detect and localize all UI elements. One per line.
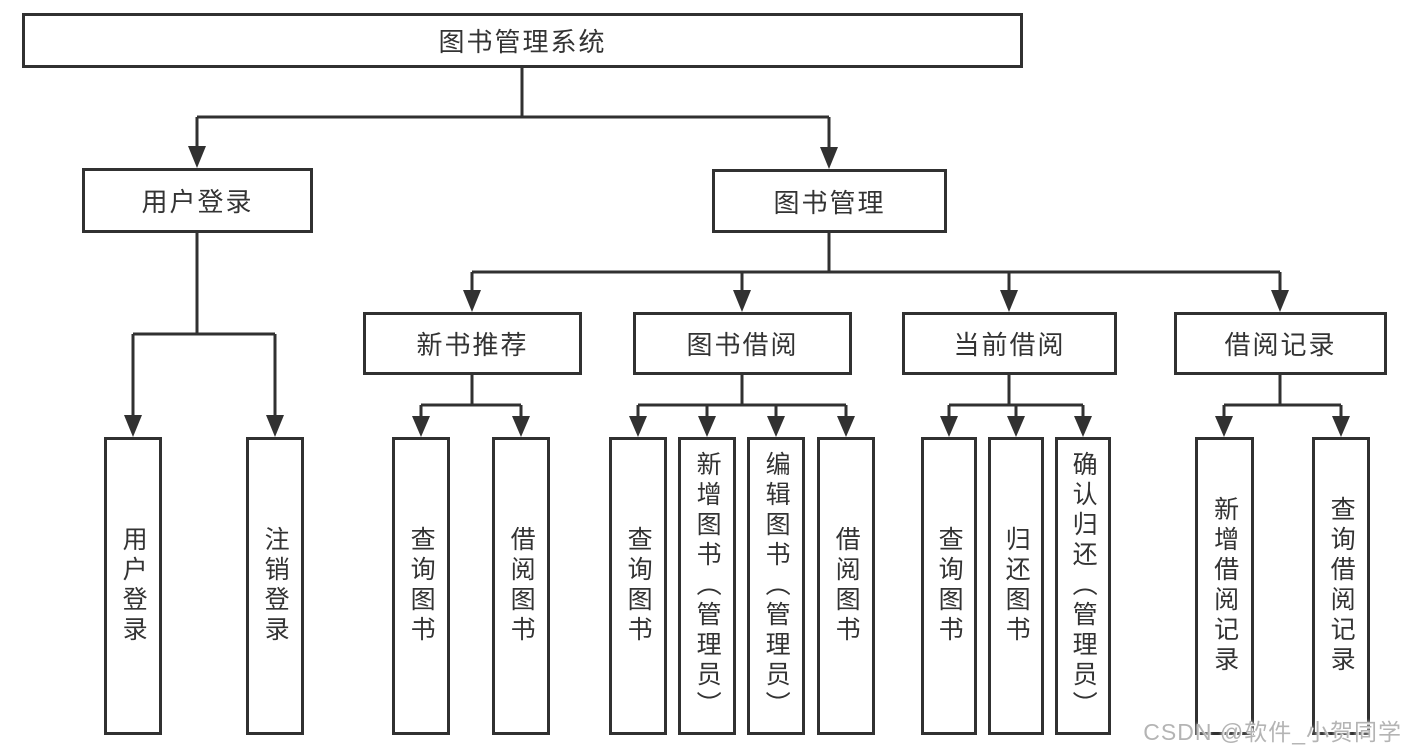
arrowhead-cur-query xyxy=(940,416,958,437)
leaf-bb-edit-books-admin: 编辑图书（管理员） xyxy=(747,437,805,735)
arrowhead-bookmgmt xyxy=(820,147,838,169)
leaf-bb-query-books: 查询图书 xyxy=(609,437,667,735)
connector-current-to-leaves xyxy=(947,375,1085,416)
leaf-bb-add-books-admin-label: 新增图书（管理员） xyxy=(693,451,722,721)
leaf-cur-return-books: 归还图书 xyxy=(988,437,1044,735)
leaf-rec-add-record-label: 新增借阅记录 xyxy=(1210,496,1239,676)
leaf-nb-query-books-label: 查询图书 xyxy=(407,526,436,646)
arrowhead-borrowing xyxy=(733,290,751,312)
node-book-management-label: 图书管理 xyxy=(773,187,886,218)
leaf-logout: 注销登录 xyxy=(246,437,304,735)
leaf-cur-confirm-return-admin: 确认归还（管理员） xyxy=(1055,437,1111,735)
connector-bookmgmt-to-level3 xyxy=(470,233,1282,290)
node-current-borrowing: 当前借阅 xyxy=(902,312,1117,375)
arrowhead-cur-confirm xyxy=(1074,416,1092,437)
leaf-cur-query-books-label: 查询图书 xyxy=(935,526,964,646)
leaf-rec-query-record-label: 查询借阅记录 xyxy=(1327,496,1356,676)
leaf-bb-edit-books-admin-label: 编辑图书（管理员） xyxy=(762,451,791,721)
leaf-logout-label: 注销登录 xyxy=(261,526,290,646)
leaf-nb-query-books: 查询图书 xyxy=(392,437,450,735)
leaf-cur-confirm-return-admin-label: 确认归还（管理员） xyxy=(1069,451,1098,721)
connector-newbooks-to-leaves xyxy=(419,375,523,416)
arrowhead-newbooks xyxy=(463,290,481,312)
leaf-rec-add-record: 新增借阅记录 xyxy=(1195,437,1254,735)
arrowhead-cur-return xyxy=(1007,416,1025,437)
arrowhead-userlogin xyxy=(188,146,206,168)
arrowhead-nb-borrow xyxy=(512,416,530,437)
arrowhead-bb-query xyxy=(629,416,647,437)
leaf-cur-return-books-label: 归还图书 xyxy=(1002,526,1031,646)
connector-records-to-leaves xyxy=(1222,375,1343,416)
node-library-system-label: 图书管理系统 xyxy=(438,27,607,57)
node-user-login: 用户登录 xyxy=(82,168,313,233)
node-book-borrowing: 图书借阅 xyxy=(633,312,852,375)
arrowhead-leaf-logout xyxy=(266,415,284,437)
leaf-bb-query-books-label: 查询图书 xyxy=(624,526,653,646)
arrowhead-rec-query xyxy=(1332,416,1350,437)
node-new-book-recommend-label: 新书推荐 xyxy=(416,330,529,360)
node-book-borrowing-label: 图书借阅 xyxy=(686,330,799,360)
arrowhead-bb-borrow xyxy=(837,416,855,437)
arrowhead-leaf-login xyxy=(124,415,142,437)
node-current-borrowing-label: 当前借阅 xyxy=(953,330,1066,360)
leaf-nb-borrow-books-label: 借阅图书 xyxy=(507,526,536,646)
leaf-rec-query-record: 查询借阅记录 xyxy=(1312,437,1370,735)
leaf-bb-borrow-books-label: 借阅图书 xyxy=(832,526,861,646)
leaf-bb-add-books-admin: 新增图书（管理员） xyxy=(678,437,736,735)
connector-root-to-level2 xyxy=(195,68,831,147)
arrowhead-current xyxy=(1000,290,1018,312)
node-borrowing-records: 借阅记录 xyxy=(1174,312,1387,375)
connector-userlogin-to-leaves xyxy=(131,233,277,415)
node-library-system: 图书管理系统 xyxy=(22,13,1023,68)
arrowhead-records xyxy=(1271,290,1289,312)
node-borrowing-records-label: 借阅记录 xyxy=(1224,330,1337,360)
connector-borrowing-to-leaves xyxy=(636,375,848,416)
leaf-user-login-label: 用户登录 xyxy=(119,526,148,646)
arrowhead-rec-add xyxy=(1215,416,1233,437)
leaf-user-login: 用户登录 xyxy=(104,437,162,735)
node-user-login-label: 用户登录 xyxy=(141,187,254,217)
leaf-bb-borrow-books: 借阅图书 xyxy=(817,437,875,735)
leaf-cur-query-books: 查询图书 xyxy=(921,437,977,735)
node-new-book-recommend: 新书推荐 xyxy=(363,312,582,375)
leaf-nb-borrow-books: 借阅图书 xyxy=(492,437,550,735)
arrowhead-bb-edit xyxy=(767,416,785,437)
csdn-watermark: CSDN @软件_小贺同学 xyxy=(1143,719,1402,745)
node-book-management: 图书管理 xyxy=(712,169,947,233)
arrowhead-bb-add xyxy=(698,416,716,437)
arrowhead-nb-query xyxy=(412,416,430,437)
